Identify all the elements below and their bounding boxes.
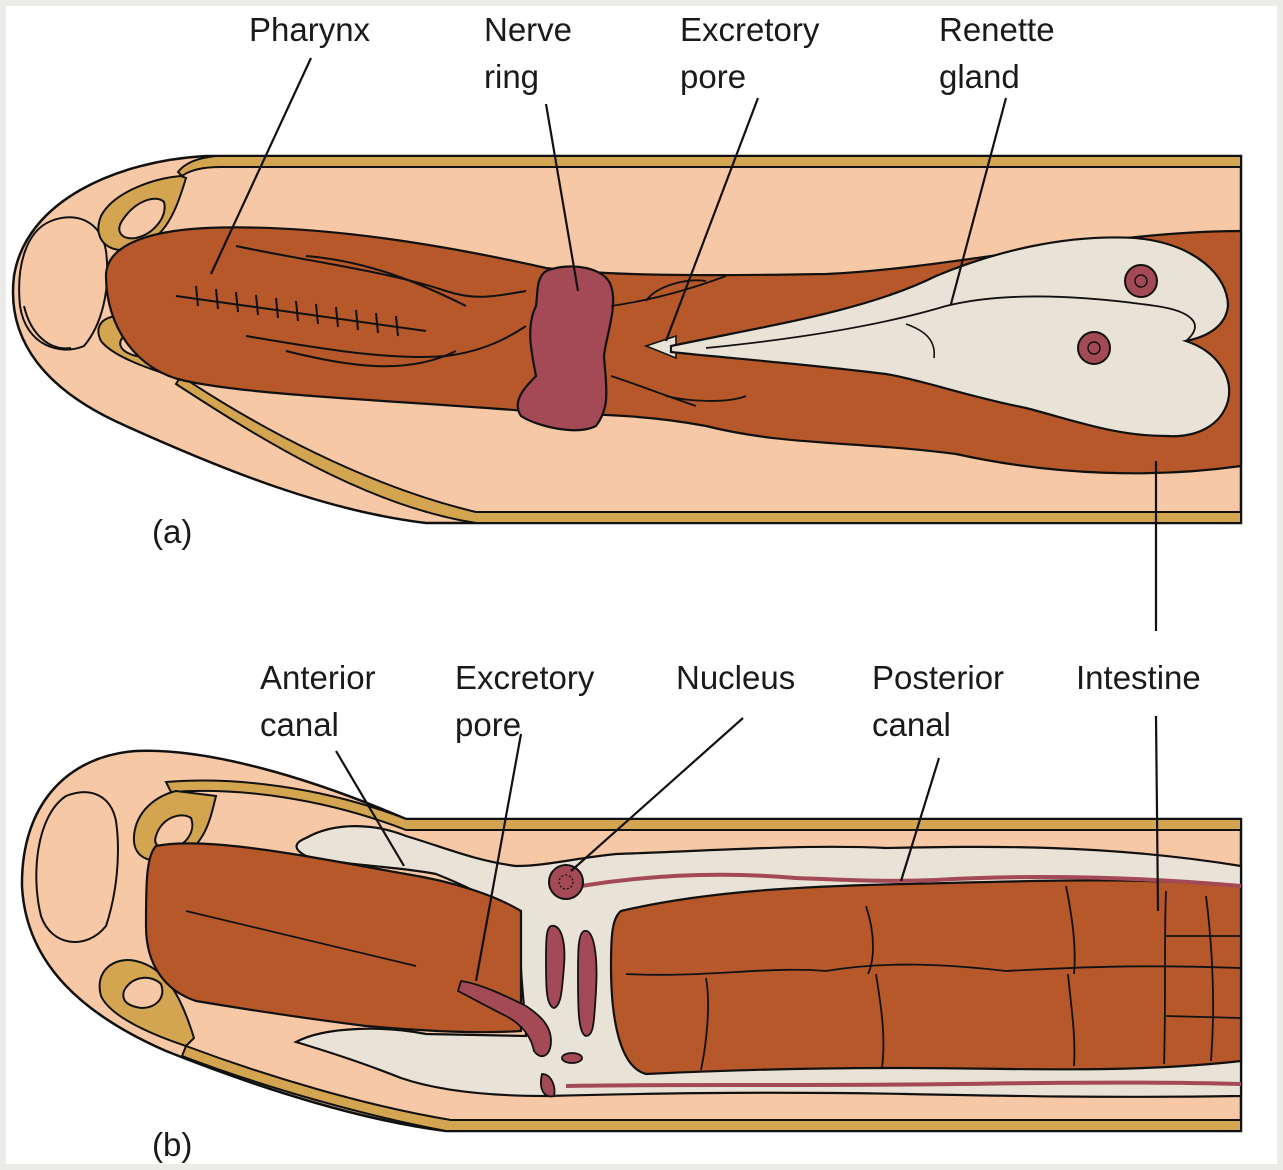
panel-a-nucleus-upper: [1125, 265, 1157, 297]
label-anterior-canal-line2: canal: [260, 706, 339, 743]
label-excretory-pore-a-line2: pore: [680, 58, 746, 95]
figure-canvas: Pharynx Nerve ring Excretory pore Renett…: [6, 6, 1277, 1164]
label-excretory-pore-b-line2: pore: [455, 706, 521, 743]
label-posterior-canal-line2: canal: [872, 706, 951, 743]
panel-b-tag: (b): [152, 1126, 192, 1163]
label-nerve-ring-line1: Nerve: [484, 11, 572, 48]
label-intestine: Intestine: [1076, 659, 1201, 696]
label-anterior-canal-line1: Anterior: [260, 659, 376, 696]
panel-a: Pharynx Nerve ring Excretory pore Renett…: [13, 11, 1241, 631]
label-pharynx: Pharynx: [249, 11, 371, 48]
label-posterior-canal-line1: Posterior: [872, 659, 1004, 696]
label-renette-gland-line1: Renette: [939, 11, 1055, 48]
panel-a-nucleus-lower: [1078, 332, 1110, 364]
nematode-excretory-diagram: Pharynx Nerve ring Excretory pore Renett…: [6, 6, 1277, 1164]
label-renette-gland-line2: gland: [939, 58, 1020, 95]
label-excretory-pore-b-line1: Excretory: [455, 659, 595, 696]
panel-b-lips: [36, 792, 118, 942]
label-excretory-pore-a-line1: Excretory: [680, 11, 820, 48]
panel-b-nucleus: [549, 865, 583, 899]
label-nerve-ring-line2: ring: [484, 58, 539, 95]
panel-a-tag: (a): [152, 513, 192, 550]
label-nucleus: Nucleus: [676, 659, 795, 696]
panel-b: Anterior canal Excretory pore Nucleus Po…: [22, 659, 1241, 1163]
panel-a-lips: [19, 217, 107, 349]
